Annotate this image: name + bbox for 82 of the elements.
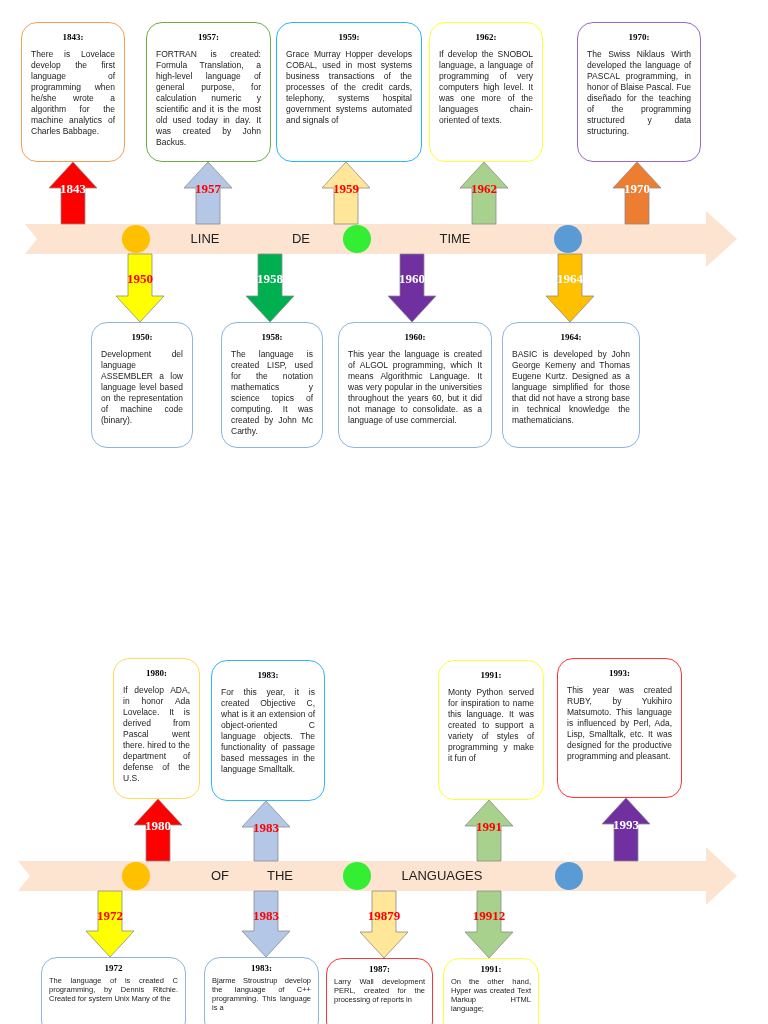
timeline-card xyxy=(502,322,640,448)
year-heading: 1983: xyxy=(250,963,273,974)
card-text: There is Lovelace develop the first language of programming when he/she wrote a algorithm for the machine analytics of Charles Babbage. xyxy=(31,49,115,137)
block-arrow xyxy=(183,161,233,225)
band-label: LANGUAGES xyxy=(401,868,483,884)
band-label: DE xyxy=(291,231,311,247)
band-label: TIME xyxy=(439,231,471,247)
year-heading: 1959: xyxy=(337,32,361,43)
block-arrow xyxy=(241,800,291,862)
timeline-card xyxy=(577,22,701,162)
block-arrow xyxy=(387,253,437,323)
card-text: If develop ADA, in honor Ada Lovelace. It is derived from Pascal went there. hired to the department of defense of the U.S. xyxy=(123,685,190,784)
card-text: BASIC is developed by John George Kemeny and Thomas Eugene Kurtz. Designed as a language simplified for those that did not have a strong base in technical knowledge the mathematicians. xyxy=(512,349,630,426)
timeline-card xyxy=(41,957,186,1024)
year-heading: 1960: xyxy=(403,332,427,343)
timeline-card xyxy=(113,658,200,799)
block-arrow xyxy=(133,798,183,862)
card-text: For this year, it is created Objective C, what is it an extension of object-oriented C language objects. The functionality of passage based messages in the language Smalltalk. xyxy=(221,687,315,775)
card-text: Development del language ASSEMBLER a low language level based on the representation of machine code (binary). xyxy=(101,349,183,426)
block-arrow xyxy=(612,161,662,225)
block-arrow xyxy=(464,890,514,959)
timeline-card xyxy=(557,658,682,798)
timeline-card xyxy=(91,322,193,448)
card-text: This year was created RUBY, by Yukihiro Matsumoto. This language is influenced by Perl, Ada, Lisp, Smalltalk, etc. It was designed for the productive programming and pleasant. xyxy=(567,685,672,762)
year-heading: 1964: xyxy=(559,332,583,343)
timeline-card xyxy=(429,22,543,162)
edge-label: 1991 xyxy=(476,818,502,834)
card-text: FORTRAN is created: Formula Translation, a high-level language of general purpose, for calculation numeric y scientific and it is the most old used today in day. It was created by John Backus. xyxy=(156,49,261,148)
year-heading: 1993: xyxy=(608,668,631,679)
block-arrow xyxy=(601,797,651,862)
band-label: LINE xyxy=(190,231,220,247)
timeline-card xyxy=(221,322,323,448)
timeline-card xyxy=(204,957,319,1024)
block-arrow xyxy=(545,253,595,323)
edge-label: 1983 xyxy=(253,819,279,835)
year-heading: 1972 xyxy=(103,963,124,974)
timeline-card xyxy=(443,958,539,1024)
year-heading: 1991: xyxy=(479,670,503,681)
timeline-card xyxy=(21,22,125,162)
year-heading: 1950: xyxy=(130,332,154,343)
edge-label: 1962 xyxy=(471,180,497,196)
timeline-card xyxy=(276,22,422,162)
year-heading: 1957: xyxy=(197,32,220,43)
edge-label: 1843 xyxy=(60,180,86,196)
year-heading: 1983: xyxy=(256,670,280,681)
block-arrow xyxy=(459,161,509,225)
year-heading: 1980: xyxy=(145,668,168,679)
edge-label: 1980 xyxy=(145,817,171,833)
edge-label: 1959 xyxy=(333,180,359,196)
card-text: This year the language is created of ALGOL programming, which It means Algorithmic Language. It was very popular in the universities throughout the years 60, but it did not manage to consolidate. as a language of use commercial. xyxy=(348,349,482,426)
block-arrow xyxy=(115,253,165,323)
block-arrow xyxy=(241,890,291,958)
card-text: The Swiss Niklaus Wirth developed the language of PASCAL programming, in honor of Blaise Pascal. Fue diseñado for the teaching of the programming structured y data structuring. xyxy=(587,49,691,137)
year-heading: 1962: xyxy=(474,32,498,43)
card-text: Monty Python served for inspiration to name this language. It was created to support a variety of styles of programming y make it fun of xyxy=(448,687,534,764)
block-arrow xyxy=(245,253,295,323)
block-arrow xyxy=(464,799,514,862)
edge-label: 1983 xyxy=(253,907,279,923)
timeline-card xyxy=(211,660,325,801)
timeline-card xyxy=(338,322,492,448)
edge-label: 19879 xyxy=(367,907,401,923)
card-text: The language is created LISP, used for the notation mathematics y science topics of computing. It was created by John Mc Carthy. xyxy=(231,349,313,437)
edge-label: 1970 xyxy=(624,180,650,196)
block-arrow xyxy=(359,890,409,959)
band-label: THE xyxy=(267,868,293,884)
year-heading: 1970: xyxy=(627,32,651,43)
edge-label: 1957 xyxy=(195,180,221,196)
block-arrow xyxy=(48,161,98,225)
card-text: Grace Murray Hopper develops COBAL, used in most systems business transactions of the processes of the credit cards, telephony, systems hospital government systems automated and signals of xyxy=(286,49,412,126)
edge-label: 1993 xyxy=(613,816,639,832)
year-heading: 1987: xyxy=(368,964,391,975)
card-text: If develop the SNOBOL language, a language of programming of very computers high level. It was one more of the languages chain-oriented of texts. xyxy=(439,49,533,126)
year-heading: 1958: xyxy=(260,332,284,343)
block-arrow xyxy=(321,161,371,225)
timeline-card xyxy=(146,22,271,162)
year-heading: 1843: xyxy=(61,32,85,43)
block-arrow xyxy=(85,890,135,958)
band-label: OF xyxy=(210,868,230,884)
year-heading: 1991: xyxy=(479,964,503,975)
timeline-card xyxy=(326,958,433,1024)
timeline-card xyxy=(438,660,544,800)
edge-label: 19912 xyxy=(472,907,506,923)
